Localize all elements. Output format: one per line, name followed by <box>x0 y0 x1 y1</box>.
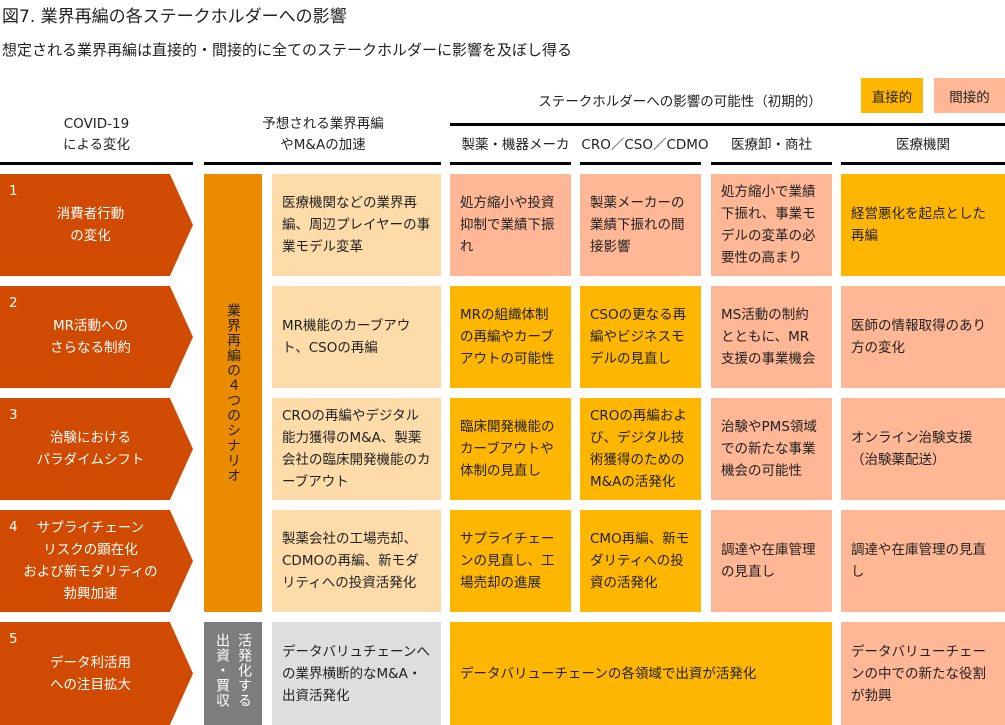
change-label: サプライチェーン リスクの顕在化 および新モダリティの 勃興加速 <box>23 520 158 602</box>
reorg-cell: CROの再編やデジタル能力獲得のM&A、製薬会社の臨床開発機能のカーブアウト <box>272 398 441 500</box>
pharma-cell: 臨床開発機能のカーブアウトや体制の見直し <box>450 398 571 500</box>
investment-bar: 活発化する出資・買収 <box>204 622 262 725</box>
legend-direct: 直接的 <box>861 78 923 113</box>
cro-cell: CROの再編および、デジタル技術獲得のためのM&Aの活発化 <box>580 398 701 500</box>
wholesale-cell: 処方縮小で業績下振れ、事業モデルの変革の必要性の高まり <box>711 174 832 276</box>
medical-cell: 医師の情報取得のあり方の変化 <box>841 286 1005 388</box>
change-arrow: 4 サプライチェーン リスクの顕在化 および新モダリティの 勃興加速 <box>0 510 193 612</box>
pharma-cell: 処方縮小や投資抑制で業績下振れ <box>450 174 571 276</box>
medical-cell: 調達や在庫管理の見直し <box>841 510 1005 612</box>
cro-cell: CSOの更なる再編やビジネスモデルの見直し <box>580 286 701 388</box>
header-cro: CRO／CSO／CDMO <box>581 137 709 153</box>
row-number: 2 <box>9 295 18 311</box>
pharma-cell: サプライチェーンの見直し、工場売却の進展 <box>450 510 571 612</box>
header-medical: 医療機関 <box>896 137 950 153</box>
change-label: MR活動への さらなる制約 <box>50 318 131 356</box>
header-wholesale: 医療卸・商社 <box>731 137 812 153</box>
divider <box>204 162 441 165</box>
cro-cell: CMO再編、新モダリティへの投資の活発化 <box>580 510 701 612</box>
medical-cell: オンライン治験支援 （治験薬配送） <box>841 398 1005 500</box>
medical-cell: データバリューチェーンの中での新たな役割が勃興 <box>841 622 1005 725</box>
divider <box>450 162 571 165</box>
medical-cell: 経営悪化を起点とした再編 <box>841 174 1005 276</box>
divider <box>711 162 832 165</box>
divider <box>580 162 701 165</box>
pharma-cell: MRの組織体制の再編やカーブアウトの可能性 <box>450 286 571 388</box>
change-label: 治験における パラダイムシフト <box>36 430 145 468</box>
change-label: データ利活用 への注目拡大 <box>50 654 131 693</box>
row-number: 5 <box>9 631 18 647</box>
wholesale-cell: 治験やPMS領域での新たな事業機会の可能性 <box>711 398 832 500</box>
wholesale-cell: MS活動の制約とともに、MR支援の事業機会 <box>711 286 832 388</box>
reorg-cell: 医療機関などの業界再編、周辺プレイヤーの事業モデル変革 <box>272 174 441 276</box>
reorg-cell: データバリュチェーンへの業界横断的なM&A・出資活発化 <box>272 622 441 725</box>
change-arrow: 3 治験における パラダイムシフト <box>0 398 193 500</box>
reorg-cell: 製薬会社の工場売却、CDMOの再編、新モダリティへの投資活発化 <box>272 510 441 612</box>
header-reorg: 予想される業界再編 やM&Aの加速 <box>262 116 384 153</box>
change-arrow: 1 消費者行動 の変化 <box>0 174 193 276</box>
row-number: 1 <box>9 183 18 199</box>
cro-cell: 製薬メーカーの業績下振れの間接影響 <box>580 174 701 276</box>
divider <box>0 162 193 165</box>
reorg-cell: MR機能のカーブアウト、CSOの再編 <box>272 286 441 388</box>
figure-title: 図7. 業界再編の各ステークホルダーへの影響 <box>2 7 347 27</box>
divider <box>450 123 1005 126</box>
merged-impact-cell: データバリューチェーンの各領域で出資が活発化 <box>450 622 832 725</box>
wholesale-cell: 調達や在庫管理の見直し <box>711 510 832 612</box>
divider <box>841 162 1005 165</box>
change-arrow: 5 データ利活用 への注目拡大 <box>0 622 193 725</box>
row-number: 3 <box>9 407 18 423</box>
scenario-bar: 業界再編の４つのシナリオ <box>204 174 262 612</box>
header-pharma: 製薬・機器メーカ <box>461 137 570 153</box>
header-stakeholder: ステークホルダーへの影響の可能性（初期的） <box>538 94 822 110</box>
row-number: 4 <box>9 519 18 535</box>
change-label: 消費者行動 の変化 <box>56 206 125 244</box>
figure-subtitle: 想定される業界再編は直接的・間接的に全てのステークホルダーに影響を及ぼし得る <box>2 41 573 59</box>
legend-indirect: 間接的 <box>934 78 1005 113</box>
header-covid: COVID-19 による変化 <box>62 116 131 153</box>
